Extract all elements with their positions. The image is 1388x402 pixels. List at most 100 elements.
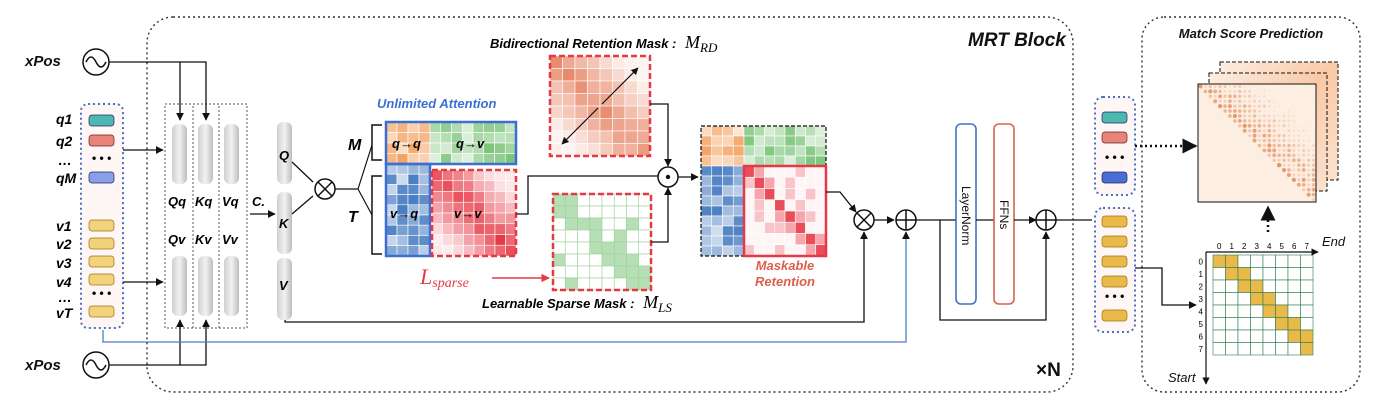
matrix-cell [463,234,475,246]
arrow [291,161,314,183]
heat-dot [1277,90,1281,93]
heat-dot [1282,129,1286,132]
heat-dot [1242,123,1247,128]
heat-dot [1268,95,1271,98]
heat-dot [1312,144,1315,147]
proj-label-qv: Qv [168,232,186,247]
output-video-token [1101,235,1128,248]
matrix-cell [711,135,723,147]
matrix-cell [442,244,454,257]
matrix-cell [587,80,601,94]
heat-dot [1232,113,1237,119]
grid-cell [1212,292,1226,306]
matrix-cell [794,155,806,167]
heat-dot [1263,90,1266,93]
grid-cell [1225,279,1239,293]
matrix-cell [574,80,588,94]
matrix-cell [574,93,588,107]
heat-dot [1292,134,1296,137]
grid-col-tick: 7 [1305,242,1310,251]
matrix-cell [418,194,431,206]
grid-cell [1250,329,1264,343]
matrix-cell [711,145,723,157]
grid-cell [1300,267,1314,281]
retention-qq-cells [700,125,745,167]
matrix-cell [431,191,443,203]
heat-dot [1203,89,1208,94]
matrix-cell [612,93,626,107]
matrix-cell [418,121,431,133]
matrix-cell [385,121,398,133]
heat-dot [1228,114,1232,118]
matrix-cell [577,253,591,267]
matrix-cell [722,175,734,187]
matrix-cell [743,135,755,147]
matrix-cell [564,217,578,231]
matrix-cell [612,55,626,69]
heat-dot [1238,89,1242,94]
matrix-cell [764,210,776,223]
matrix-cell [815,199,827,212]
matrix-cell [637,55,651,69]
matrix-cell [442,180,454,192]
matrix-cell [774,176,786,189]
heat-dot [1248,134,1252,138]
heat-dot [1301,177,1306,182]
matrix-cell [599,55,613,69]
matrix-cell [418,235,431,246]
unlimited-attention-label: Unlimited Attention [377,96,496,111]
matrix-cell [743,244,755,257]
grid-cell [1250,304,1264,318]
heat-dot [1287,105,1291,108]
heat-dot [1292,153,1296,157]
grid-cell [1287,292,1301,306]
matrix-cell [484,201,496,214]
attention-label-qv: q→v [456,136,485,151]
matrix-cell [473,169,485,182]
heat-dot [1238,94,1242,98]
matrix-cell [794,244,806,257]
matrix-cell [452,234,464,246]
matrix-cell [753,176,765,189]
matrix-cell [463,223,475,235]
matrix-cell [711,225,723,237]
output-video-token [1101,255,1128,268]
heat-dot [1297,119,1300,122]
heat-dot [1262,148,1267,153]
grid-cell [1262,279,1276,293]
heat-dot [1297,178,1301,182]
matrix-cell [732,125,745,137]
matrix-cell [637,105,651,119]
input-token-group [80,103,124,329]
matrix-cell [407,194,420,206]
matrix-cell [732,145,745,157]
matrix-cell [764,155,776,167]
matrix-cell [552,229,566,243]
matrix-cell [774,221,786,234]
heat-dot [1267,114,1271,118]
matrix-cell [574,130,588,144]
heat-dot [1233,119,1237,123]
heat-dot [1252,119,1257,123]
bidirectional-mask-symbol: M [684,32,701,52]
matrix-cell [700,205,713,217]
heat-dot [1237,118,1242,123]
grid-cell [1225,292,1239,306]
matrix-cell [385,153,398,165]
matrix-cell [407,235,420,246]
matrix-cell [574,68,588,82]
matrix-cell [577,277,591,291]
matrix-cell [774,155,786,167]
grid-cell [1275,267,1289,281]
heat-dot [1257,104,1261,108]
attention-vq-cells [385,163,431,257]
matrix-cell [722,125,734,137]
heat-dot [1253,104,1256,108]
heat-dot [1252,124,1257,128]
matrix-cell [784,210,796,223]
heat-dot [1311,173,1316,177]
matrix-cell [613,241,627,255]
matrix-cell [599,118,613,132]
heat-dot [1267,133,1272,138]
